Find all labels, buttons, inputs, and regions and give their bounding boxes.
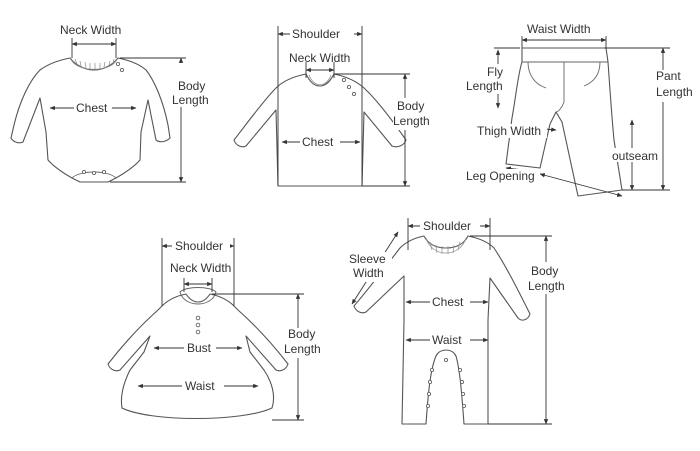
tee-body-length-label-line1: Body: [397, 99, 424, 113]
dress-dimensions: [137, 238, 328, 421]
romper-sleeve-width-label-line2: Width: [353, 266, 384, 280]
romper-figure: [353, 235, 531, 425]
pants-figure: [505, 47, 623, 197]
pants-fly-length-label-line1: Fly: [487, 65, 503, 79]
pants-leg-opening-label: Leg Opening: [466, 169, 535, 183]
romper-dimensions: [346, 218, 572, 425]
dress-bust-label: Bust: [187, 341, 212, 355]
romper-waist-label: Waist: [432, 333, 462, 347]
dress-shoulder-label: Shoulder: [175, 239, 223, 253]
tee-shoulder-label: Shoulder: [292, 27, 340, 41]
bodysuit-outline: [10, 57, 171, 183]
dress-outline: [107, 293, 289, 419]
tee-outline: [233, 73, 407, 187]
romper-sleeve-width-label-line1: Sleeve: [349, 252, 386, 266]
bodysuit-neck-width-label: Neck Width: [60, 23, 121, 37]
romper-chest-label: Chest: [432, 295, 464, 309]
dress-body-length-label-line2: Length: [284, 342, 321, 356]
tee-chest-label: Chest: [302, 135, 334, 149]
pants-outline: [505, 47, 623, 197]
romper-body-length-label-line1: Body: [531, 264, 558, 278]
dress-body-length-label-line1: Body: [288, 327, 315, 341]
bodysuit-body-length-label-line1: Body: [178, 79, 205, 93]
bodysuit-collar: [69, 57, 119, 71]
pants-dimensions: [482, 36, 698, 197]
pants-fly-length-label-line2: Length: [466, 79, 503, 93]
bodysuit-chest-label: Chest: [76, 101, 108, 115]
tee-figure: [233, 73, 407, 187]
dress-waist-label: Waist: [185, 379, 215, 393]
tee-neck-width-label: Neck Width: [289, 51, 350, 65]
romper-shoulder-label: Shoulder: [423, 219, 471, 233]
pants-waist-width-label: Waist Width: [527, 22, 591, 36]
pants-pant-length-label-line1: Pant: [656, 69, 681, 83]
pants-outseam-label: outseam: [612, 149, 658, 163]
tee-body-length-label-line2: Length: [393, 114, 430, 128]
bodysuit-figure: [10, 57, 171, 183]
romper-body-length-label-line2: Length: [528, 279, 565, 293]
bodysuit-body-length-label-line2: Length: [172, 93, 209, 107]
pants-pant-length-label-line2: Length: [656, 85, 693, 99]
dress-neck-width-label: Neck Width: [170, 261, 231, 275]
tee-dimensions: [277, 26, 437, 187]
pants-thigh-width-label: Thigh Width: [477, 124, 541, 138]
